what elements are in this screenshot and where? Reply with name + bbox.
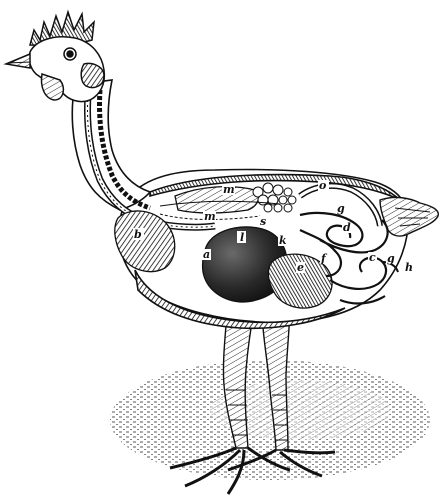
label-s: s: [260, 215, 266, 228]
tail: [380, 197, 438, 236]
head: [6, 12, 104, 102]
label-c: c: [369, 251, 376, 264]
label-h: h: [405, 261, 413, 274]
label-m-upper: m: [223, 183, 235, 196]
label-o: o: [319, 179, 326, 192]
label-m-lower: m: [204, 210, 216, 223]
label-d: d: [343, 221, 351, 234]
label-a: a: [203, 248, 210, 261]
label-g-lower: g: [387, 252, 395, 265]
label-l: l: [240, 231, 244, 244]
label-g-upper: g: [337, 202, 345, 215]
label-e: e: [297, 261, 304, 274]
label-k: k: [279, 234, 287, 247]
label-b: b: [134, 228, 142, 241]
